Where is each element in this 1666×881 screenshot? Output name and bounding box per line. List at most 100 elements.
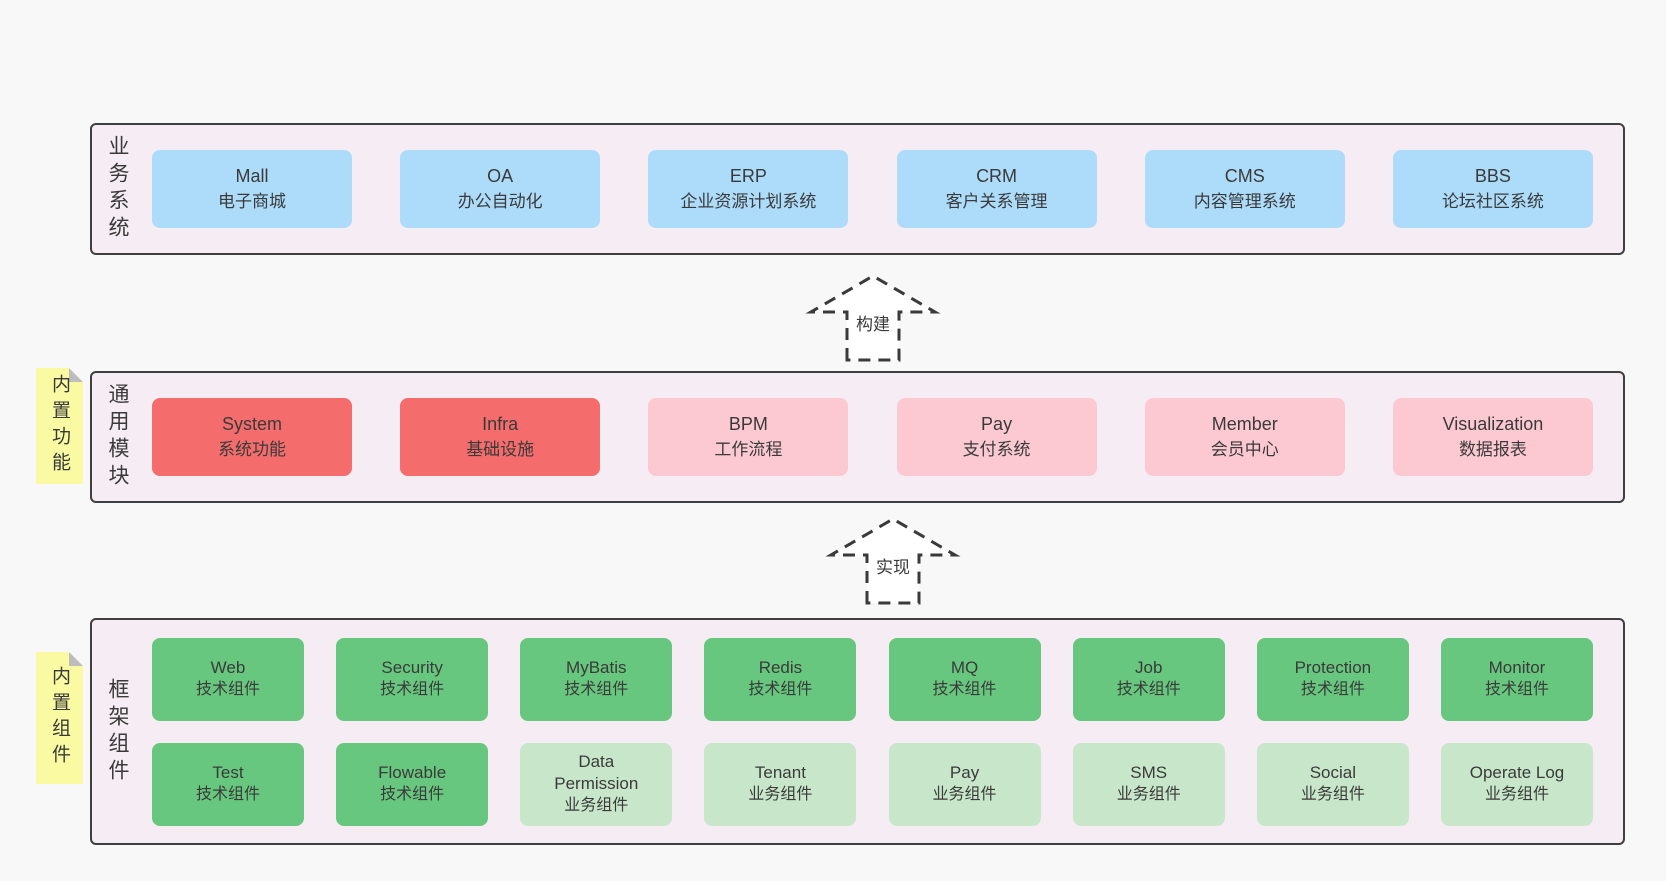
box-tenant-subtitle: 业务组件 <box>748 786 813 803</box>
box-redis: Redis 技术组件 <box>704 637 857 721</box>
box-pay-module-title: Pay <box>981 414 1013 434</box>
box-sms-subtitle: 业务组件 <box>1116 786 1181 803</box>
box-mq-title: MQ <box>950 658 979 677</box>
band-common-modules-label: 通用模块 <box>106 383 129 491</box>
box-oa: OA 办公自动化 <box>400 150 601 228</box>
box-operate-log-subtitle: 业务组件 <box>1484 786 1549 803</box>
box-sms-title: SMS <box>1130 763 1168 782</box>
box-system-title: System <box>221 414 282 434</box>
box-data-permission-subtitle: 业务组件 <box>564 797 629 814</box>
box-bpm-title: BPM <box>728 414 768 434</box>
box-mybatis-subtitle: 技术组件 <box>564 681 629 698</box>
box-crm: CRM 客户关系管理 <box>896 150 1097 228</box>
box-pay-component: Pay 业务组件 <box>888 742 1041 826</box>
framework-row-1: Web 技术组件 Security 技术组件 MyBatis 技术组件 Redi… <box>152 637 1593 721</box>
box-mall: Mall 电子商城 <box>152 150 352 228</box>
box-member-title: Member <box>1211 414 1278 434</box>
box-pay-module: Pay 支付系统 <box>896 398 1097 476</box>
box-flowable-title: Flowable <box>378 763 447 782</box>
sticky-built-in-features-label: 内置功能 <box>49 374 70 478</box>
box-job-title: Job <box>1134 658 1163 677</box>
box-tenant-title: Tenant <box>754 763 806 782</box>
box-system-subtitle: 系统功能 <box>218 440 286 459</box>
band-framework-components-content: Web 技术组件 Security 技术组件 MyBatis 技术组件 Redi… <box>152 620 1593 843</box>
box-social-title: Social <box>1309 763 1356 782</box>
box-web-title: Web <box>210 658 246 677</box>
box-social: Social 业务组件 <box>1256 742 1409 826</box>
box-redis-title: Redis <box>758 658 803 677</box>
sticky-built-in-components-label: 内置组件 <box>49 666 70 770</box>
box-visualization-subtitle: 数据报表 <box>1458 440 1527 459</box>
box-sms: SMS 业务组件 <box>1072 742 1225 826</box>
arrow-build-label: 构建 <box>853 310 893 335</box>
box-mall-title: Mall <box>235 166 269 186</box>
box-visualization: Visualization 数据报表 <box>1392 398 1593 476</box>
box-cms-title: CMS <box>1224 166 1265 186</box>
box-protection: Protection 技术组件 <box>1256 637 1409 721</box>
box-monitor: Monitor 技术组件 <box>1440 637 1593 721</box>
box-mq-subtitle: 技术组件 <box>932 681 997 698</box>
band-business-systems: 业务系统 Mall 电子商城 OA 办公自动化 ERP 企业资源计划系统 CRM… <box>90 123 1625 255</box>
box-job-subtitle: 技术组件 <box>1116 681 1181 698</box>
box-data-permission: Data Permission 业务组件 <box>520 742 673 826</box>
box-web: Web 技术组件 <box>152 637 304 721</box>
box-erp: ERP 企业资源计划系统 <box>648 150 849 228</box>
box-oa-subtitle: 办公自动化 <box>457 192 543 211</box>
box-infra-subtitle: 基础设施 <box>466 440 535 459</box>
arrow-implement-label: 实现 <box>873 553 913 578</box>
box-tenant: Tenant 业务组件 <box>704 742 857 826</box>
sticky-built-in-features: 内置功能 <box>36 368 83 484</box>
box-crm-subtitle: 客户关系管理 <box>945 192 1048 211</box>
arrow-implement: 实现 <box>823 515 963 607</box>
box-protection-subtitle: 技术组件 <box>1300 681 1365 698</box>
box-monitor-subtitle: 技术组件 <box>1484 681 1549 698</box>
box-monitor-title: Monitor <box>1488 658 1546 677</box>
framework-row-2: Test 技术组件 Flowable 技术组件 Data Permission … <box>152 742 1593 826</box>
box-bbs-subtitle: 论坛社区系统 <box>1441 192 1544 211</box>
box-oa-title: OA <box>487 166 514 186</box>
box-crm-title: CRM <box>976 166 1018 186</box>
box-mq: MQ 技术组件 <box>888 637 1041 721</box>
box-mall-subtitle: 电子商城 <box>218 192 286 211</box>
band-framework-components: 框架组件 Web 技术组件 Security 技术组件 MyBatis 技术组件… <box>90 618 1625 845</box>
box-social-subtitle: 业务组件 <box>1300 786 1365 803</box>
box-mybatis: MyBatis 技术组件 <box>520 637 673 721</box>
box-security-subtitle: 技术组件 <box>380 681 445 698</box>
box-erp-title: ERP <box>729 166 767 186</box>
box-pay-module-subtitle: 支付系统 <box>962 440 1031 459</box>
box-system: System 系统功能 <box>152 398 352 476</box>
box-pay-component-subtitle: 业务组件 <box>932 786 997 803</box>
box-job: Job 技术组件 <box>1072 637 1225 721</box>
box-member-subtitle: 会员中心 <box>1210 440 1279 459</box>
box-bpm-subtitle: 工作流程 <box>714 440 783 459</box>
box-redis-subtitle: 技术组件 <box>748 681 813 698</box>
box-flowable: Flowable 技术组件 <box>336 742 489 826</box>
box-operate-log: Operate Log 业务组件 <box>1440 742 1593 826</box>
box-mybatis-title: MyBatis <box>566 658 627 677</box>
box-web-subtitle: 技术组件 <box>195 681 260 698</box>
box-bpm: BPM 工作流程 <box>648 398 849 476</box>
sticky-built-in-components: 内置组件 <box>36 652 83 784</box>
box-bbs-title: BBS <box>1474 166 1511 186</box>
box-operate-log-title: Operate Log <box>1469 763 1565 782</box>
band-framework-components-label: 框架组件 <box>106 677 129 786</box>
box-security: Security 技术组件 <box>336 637 489 721</box>
box-infra-title: Infra <box>482 414 519 434</box>
box-test-subtitle: 技术组件 <box>195 786 260 803</box>
box-member: Member 会员中心 <box>1144 398 1345 476</box>
box-cms-subtitle: 内容管理系统 <box>1193 192 1296 211</box>
box-bbs: BBS 论坛社区系统 <box>1392 150 1593 228</box>
band-common-modules-content: System 系统功能 Infra 基础设施 BPM 工作流程 Pay 支付系统… <box>152 373 1593 501</box>
box-security-title: Security <box>381 658 443 677</box>
band-business-systems-content: Mall 电子商城 OA 办公自动化 ERP 企业资源计划系统 CRM 客户关系… <box>152 125 1593 253</box>
box-infra: Infra 基础设施 <box>400 398 601 476</box>
box-flowable-subtitle: 技术组件 <box>380 786 445 803</box>
box-pay-component-title: Pay <box>949 763 980 782</box>
band-common-modules: 通用模块 System 系统功能 Infra 基础设施 BPM 工作流程 Pay… <box>90 371 1625 503</box>
box-test-title: Test <box>212 763 244 782</box>
box-visualization-title: Visualization <box>1442 414 1544 434</box>
box-erp-subtitle: 企业资源计划系统 <box>680 192 817 211</box>
box-cms: CMS 内容管理系统 <box>1144 150 1345 228</box>
box-data-permission-title: Data Permission <box>554 752 639 793</box>
